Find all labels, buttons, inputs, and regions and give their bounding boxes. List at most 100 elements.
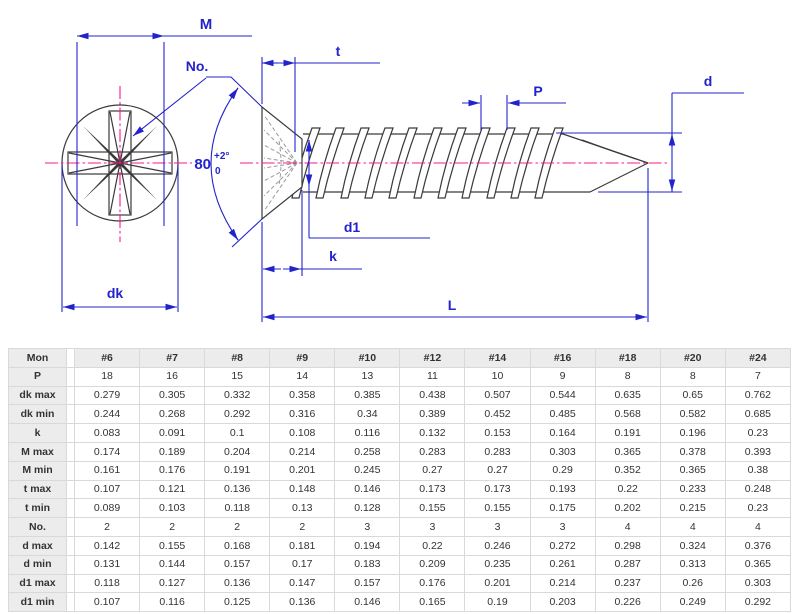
value-cell: 0.23 bbox=[724, 498, 792, 519]
value-cell: 11 bbox=[399, 366, 466, 387]
value-cell: 0.131 bbox=[73, 554, 141, 575]
row-label-cell: dk max bbox=[8, 385, 67, 406]
row-label-cell: M min bbox=[8, 460, 67, 481]
value-cell: #10 bbox=[334, 348, 401, 368]
dim-label-M: M bbox=[200, 16, 213, 33]
value-cell: 0.303 bbox=[724, 573, 792, 594]
spacer-cell bbox=[66, 366, 75, 387]
value-cell: 0.235 bbox=[464, 554, 531, 575]
value-cell: 2 bbox=[73, 517, 141, 537]
value-cell: 0.176 bbox=[399, 573, 466, 594]
dim-label-L: L bbox=[448, 297, 457, 313]
value-cell: 0.393 bbox=[724, 441, 792, 462]
value-cell: 0.365 bbox=[724, 554, 792, 575]
dim-label-d: d bbox=[704, 73, 713, 89]
value-cell: 0.183 bbox=[334, 554, 401, 575]
value-cell: 14 bbox=[269, 366, 336, 387]
value-cell: 0.118 bbox=[204, 498, 271, 519]
value-cell: 0.121 bbox=[139, 479, 206, 500]
value-cell: 0.136 bbox=[269, 592, 336, 613]
value-cell: 10 bbox=[464, 366, 531, 387]
thread-runout-line bbox=[581, 139, 637, 160]
value-cell: 0.128 bbox=[334, 498, 401, 519]
value-cell: 0.292 bbox=[724, 592, 792, 613]
value-cell: 0.148 bbox=[269, 479, 336, 500]
value-cell: #12 bbox=[399, 348, 466, 368]
row-label-cell: t max bbox=[8, 479, 67, 500]
value-cell: 0.635 bbox=[594, 385, 661, 406]
value-cell: 0.385 bbox=[334, 385, 401, 406]
value-cell: 0.544 bbox=[529, 385, 596, 406]
value-cell: 0.249 bbox=[659, 592, 726, 613]
value-cell: 0.083 bbox=[73, 423, 141, 443]
spacer-cell bbox=[66, 592, 75, 613]
spacer-cell bbox=[66, 404, 75, 425]
value-cell: 0.358 bbox=[269, 385, 336, 406]
value-cell: 0.332 bbox=[204, 385, 271, 406]
value-cell: 0.116 bbox=[139, 592, 206, 613]
value-cell: 0.298 bbox=[594, 535, 661, 556]
value-cell: 0.29 bbox=[529, 460, 596, 481]
value-cell: 0.23 bbox=[724, 423, 792, 443]
value-cell: 0.127 bbox=[139, 573, 206, 594]
value-cell: 2 bbox=[269, 517, 336, 537]
value-cell: 0.365 bbox=[594, 441, 661, 462]
value-cell: 0.107 bbox=[73, 479, 141, 500]
value-cell: 0.161 bbox=[73, 460, 141, 481]
value-cell: 18 bbox=[73, 366, 141, 387]
value-cell: 0.17 bbox=[269, 554, 336, 575]
spacer-cell bbox=[66, 423, 75, 443]
value-cell: 0.201 bbox=[269, 460, 336, 481]
value-cell: #16 bbox=[529, 348, 596, 368]
value-cell: 0.287 bbox=[594, 554, 661, 575]
value-cell: 0.118 bbox=[73, 573, 141, 594]
row-label-cell: d max bbox=[8, 535, 67, 556]
row-label-cell: Mon bbox=[8, 348, 67, 368]
value-cell: 0.173 bbox=[399, 479, 466, 500]
value-cell: 0.283 bbox=[464, 441, 531, 462]
value-cell: 0.292 bbox=[204, 404, 271, 425]
value-cell: 0.196 bbox=[659, 423, 726, 443]
value-cell: 0.203 bbox=[529, 592, 596, 613]
value-cell: 0.091 bbox=[139, 423, 206, 443]
value-cell: 3 bbox=[334, 517, 401, 537]
value-cell: 0.191 bbox=[204, 460, 271, 481]
value-cell: 0.164 bbox=[529, 423, 596, 443]
value-cell: 0.157 bbox=[334, 573, 401, 594]
value-cell: 0.233 bbox=[659, 479, 726, 500]
value-cell: 0.181 bbox=[269, 535, 336, 556]
value-cell: 0.582 bbox=[659, 404, 726, 425]
spacer-cell bbox=[66, 573, 75, 594]
value-cell: 0.34 bbox=[334, 404, 401, 425]
row-label-cell: dk min bbox=[8, 404, 67, 425]
value-cell: 0.202 bbox=[594, 498, 661, 519]
value-cell: 0.303 bbox=[529, 441, 596, 462]
value-cell: 15 bbox=[204, 366, 271, 387]
angle-tol-lower: 0 bbox=[215, 166, 221, 177]
value-cell: #14 bbox=[464, 348, 531, 368]
value-cell: #6 bbox=[73, 348, 141, 368]
value-cell: 0.244 bbox=[73, 404, 141, 425]
dim-d1: d1 bbox=[305, 140, 430, 239]
value-cell: 0.568 bbox=[594, 404, 661, 425]
value-cell: 0.144 bbox=[139, 554, 206, 575]
value-cell: 0.1 bbox=[204, 423, 271, 443]
value-cell: 0.237 bbox=[594, 573, 661, 594]
value-cell: 16 bbox=[139, 366, 206, 387]
dim-d: d bbox=[556, 73, 744, 193]
row-label-cell: P bbox=[8, 366, 67, 387]
value-cell: 0.258 bbox=[334, 441, 401, 462]
dim-t: t bbox=[261, 43, 380, 152]
row-label-cell: d1 min bbox=[8, 592, 67, 613]
centerlines bbox=[45, 86, 668, 242]
value-cell: 3 bbox=[529, 517, 596, 537]
dim-M: M bbox=[76, 16, 252, 226]
value-cell: 0.146 bbox=[334, 479, 401, 500]
